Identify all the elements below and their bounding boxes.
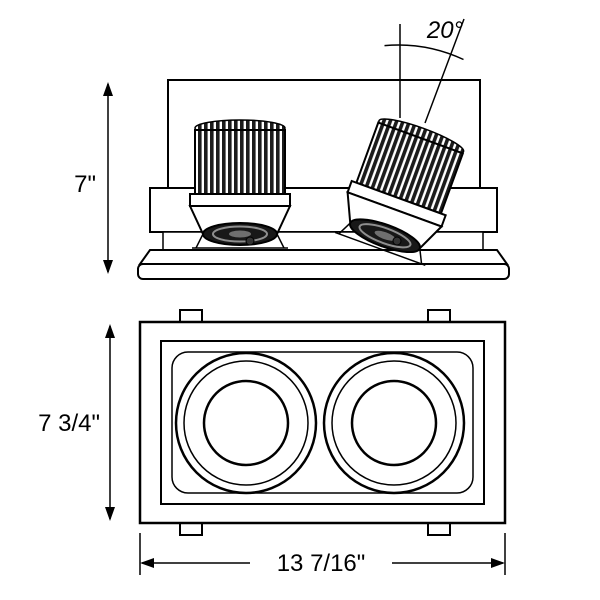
right-led-center [374, 230, 396, 241]
arrow-down [103, 260, 113, 274]
tilt-angle-label: 20° [426, 17, 464, 44]
tilt-angle-annotation: 20° [384, 17, 465, 124]
arrow-left [140, 558, 154, 568]
side-height-label: 7" [74, 171, 96, 198]
left-heatsink-fins [194, 129, 286, 195]
side-elevation-view: 20° 7" [74, 17, 510, 280]
screw-head [392, 236, 402, 246]
front-height-label: 7 3/4" [38, 410, 100, 437]
arrow-down [105, 507, 115, 521]
front-view: 7 3/4" 13 7/16" [38, 309, 507, 577]
right-lamp-module [334, 118, 465, 266]
angle-arc [384, 44, 464, 61]
left-lamp-opening [174, 351, 318, 495]
front-width-label: 13 7/16" [277, 550, 366, 577]
arrow-up [103, 82, 113, 96]
left-reflector-ring [212, 225, 268, 243]
right-yoke-base [334, 231, 426, 266]
side-height-dimension: 7" [74, 82, 113, 274]
arrow-up [105, 324, 115, 338]
trim-flare [138, 249, 509, 265]
right-lamp-opening [322, 351, 466, 495]
screw-head [245, 236, 255, 246]
ceiling-flange [137, 263, 510, 280]
left-mid-ring [183, 360, 309, 486]
arrow-right [491, 558, 505, 568]
left-led-center [229, 230, 251, 238]
right-yoke-arm [338, 222, 351, 235]
right-inner-lens [350, 379, 438, 467]
right-yoke-arm [419, 248, 423, 264]
left-yoke-arm [195, 233, 204, 249]
left-yoke-arm [276, 233, 285, 249]
front-height-dimension: 7 3/4" [38, 324, 115, 521]
left-collar [189, 193, 291, 207]
front-width-dimension: 13 7/16" [139, 533, 506, 577]
left-lamp-module [188, 119, 292, 249]
right-mid-ring [331, 360, 457, 486]
right-reflector-ring [358, 223, 412, 249]
left-inner-lens [202, 379, 290, 467]
plenum-frame-outline [167, 79, 481, 188]
angle-tilted-axis-line [424, 18, 465, 124]
